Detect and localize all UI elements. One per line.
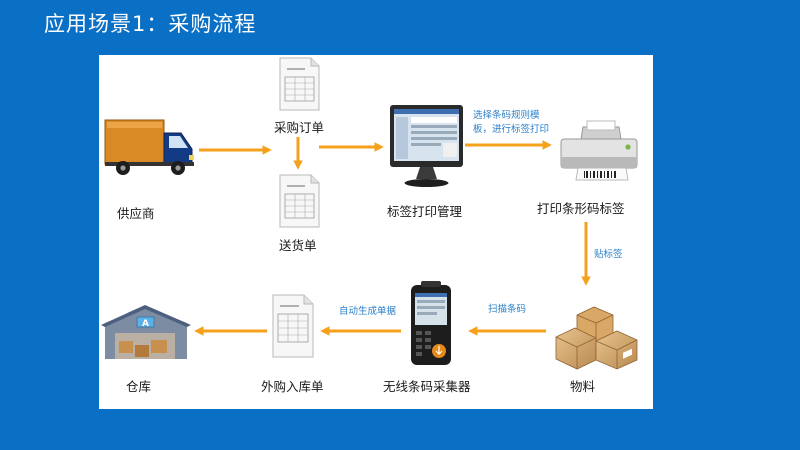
warehouse-sign-letter: A <box>142 319 149 329</box>
truck-icon <box>104 119 194 175</box>
diagram-graphics: A <box>101 57 638 370</box>
node-label-wireless-collector: 无线条码采集器 <box>383 379 471 394</box>
edge-note-stick-label: 贴标签 <box>594 249 623 260</box>
handheld-scanner-icon <box>411 281 451 365</box>
inbound-receipt-document-icon <box>272 294 314 358</box>
printer-icon <box>560 120 638 181</box>
purchase-order-document-icon <box>279 57 320 111</box>
edge-note-select-template-1: 选择条码规则模 <box>473 110 540 121</box>
monitor-icon <box>390 105 463 187</box>
warehouse-icon <box>101 305 191 359</box>
node-label-purchase-order: 采购订单 <box>274 120 325 135</box>
edge-note-auto-generate: 自动生成单据 <box>339 306 397 317</box>
node-label-warehouse: 仓库 <box>126 379 152 394</box>
boxes-icon <box>555 306 638 370</box>
edge-note-select-template-2: 板，进行标签打印 <box>473 124 550 135</box>
node-label-print-barcode: 打印条形码标签 <box>537 201 625 216</box>
delivery-note-document-icon <box>279 174 320 228</box>
flow-arrows <box>194 137 591 336</box>
edge-note-scan-barcode: 扫描条码 <box>488 304 527 315</box>
node-label-label-management: 标签打印管理 <box>387 204 463 219</box>
node-label-materials: 物料 <box>570 379 596 394</box>
slide-title: 应用场景1：采购流程 <box>44 12 257 36</box>
node-label-inbound-receipt: 外购入库单 <box>261 379 324 394</box>
process-diagram: A 供应商 采购订单 送货单 标签打印管理 打印条形码标签 物料 无线条码采集器… <box>99 55 653 409</box>
node-label-delivery-note: 送货单 <box>279 238 317 253</box>
node-label-supplier: 供应商 <box>117 206 155 221</box>
